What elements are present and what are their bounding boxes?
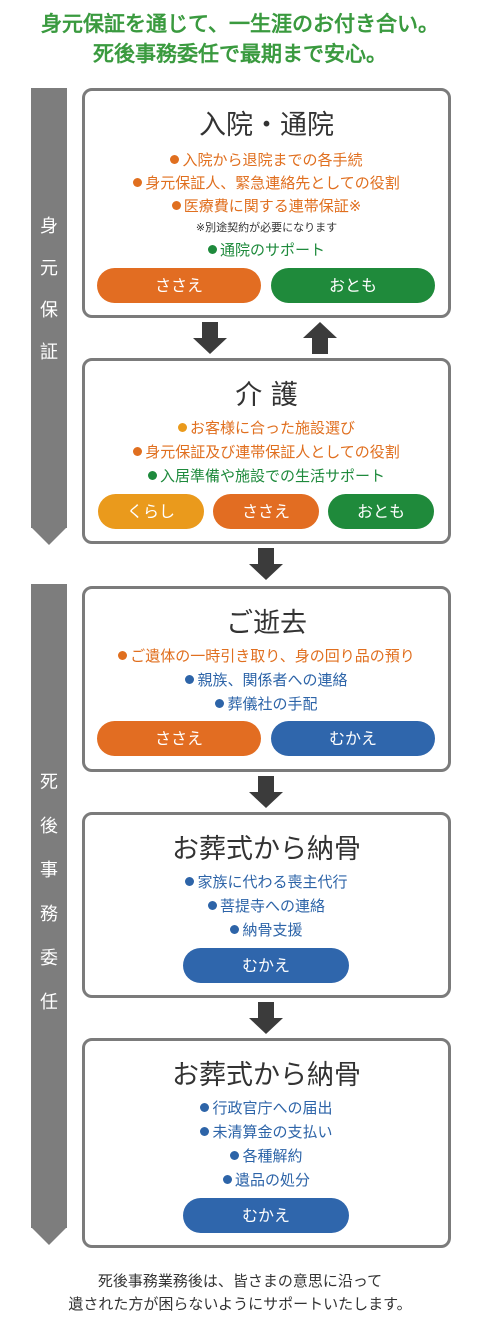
side-char: 死: [40, 772, 58, 793]
list-item: 入院から退院までの各手続: [85, 149, 448, 170]
bullet-dot-icon: [185, 877, 195, 886]
list-item: 医療費に関する連帯保証※: [85, 195, 448, 216]
card-title: 介 護: [235, 380, 298, 411]
sasae-button[interactable]: ささえ: [97, 721, 261, 756]
side-char: 任: [40, 992, 58, 1013]
otomo-button[interactable]: おとも: [271, 268, 435, 303]
side-char: 事: [40, 860, 58, 881]
bullet-dot-icon: [207, 901, 217, 910]
bullet-dot-icon: [133, 447, 143, 456]
card-title: お葬式から納骨: [172, 1060, 361, 1091]
card-title: ご逝去: [226, 608, 307, 639]
care-card: 介 護 お客様に合った施設選び 身元保証及び連帯保証人としての役割 入居準備や施…: [82, 358, 451, 544]
bullet-dot-icon: [177, 423, 187, 432]
list-item: お客様に合った施設選び: [85, 417, 448, 438]
side-char: 務: [40, 904, 58, 925]
up-arrow-icon: [303, 322, 337, 354]
bullet-dot-icon: [230, 1151, 240, 1160]
kurashi-button[interactable]: くらし: [98, 494, 204, 529]
mukae-button[interactable]: むかえ: [183, 948, 349, 983]
list-item: 遺品の処分: [85, 1169, 448, 1190]
side-char: 委: [40, 948, 58, 969]
side-char: 保: [40, 300, 58, 321]
list-item: 家族に代わる喪主代行: [85, 871, 448, 892]
funeral-burial-card-2: お葬式から納骨 行政官庁への届出 未清算金の支払い 各種解約 遺品の処分 むかえ: [82, 1038, 451, 1248]
footer-line-1: 死後事務業務後は、皆さまの意思に沿って: [97, 1272, 383, 1290]
side-char: 証: [40, 342, 58, 363]
list-item: 各種解約: [85, 1145, 448, 1166]
down-arrow-icon: [249, 1002, 283, 1034]
bullet-dot-icon: [170, 155, 180, 164]
bullet-dot-icon: [200, 1127, 210, 1136]
list-item: 身元保証及び連帯保証人としての役割: [85, 441, 448, 462]
bullet-dot-icon: [215, 699, 225, 708]
posthumous-affairs-side-bar: 死 後 事 務 委 任: [31, 584, 67, 1245]
otomo-button[interactable]: おとも: [328, 494, 434, 529]
bullet-dot-icon: [147, 471, 157, 480]
bullet-dot-icon: [185, 675, 195, 684]
down-arrow-icon: [249, 776, 283, 808]
down-arrow-icon: [193, 322, 227, 354]
side-char: 後: [40, 816, 58, 837]
card-title: お葬式から納骨: [172, 834, 361, 865]
list-item: 入居準備や施設での生活サポート: [85, 465, 448, 486]
footer-text: 死後事務業務後は、皆さまの意思に沿って 遺された方が困らないようにサポートいたし…: [0, 1270, 480, 1317]
list-item: 通院のサポート: [85, 239, 448, 260]
death-card: ご逝去 ご遺体の一時引き取り、身の回り品の預り 親族、関係者への連絡 葬儀社の手…: [82, 586, 451, 772]
bullet-dot-icon: [200, 1103, 210, 1112]
mukae-button[interactable]: むかえ: [271, 721, 435, 756]
bullet-dot-icon: [222, 1175, 232, 1184]
side-bar-arrow-tip: [31, 1227, 67, 1245]
list-item: 未清算金の支払い: [85, 1121, 448, 1142]
down-arrow-icon: [249, 548, 283, 580]
bullet-dot-icon: [118, 651, 128, 660]
footer-line-2: 遺された方が困らないようにサポートいたします。: [68, 1295, 412, 1314]
funeral-burial-card-1: お葬式から納骨 家族に代わる喪主代行 菩提寺への連絡 納骨支援 むかえ: [82, 812, 451, 998]
card-title: 入院・通院: [199, 110, 334, 141]
list-item: 菩提寺への連絡: [85, 895, 448, 916]
list-item: 行政官庁への届出: [85, 1097, 448, 1118]
bullet-dot-icon: [230, 925, 240, 934]
list-item: 親族、関係者への連絡: [85, 669, 448, 690]
headline-line-1: 身元保証を通じて、一生涯のお付き合い。: [41, 12, 439, 36]
sasae-button[interactable]: ささえ: [213, 494, 319, 529]
list-item: ご遺体の一時引き取り、身の回り品の預り: [85, 645, 448, 666]
side-bar-arrow-tip: [31, 527, 67, 545]
sasae-button[interactable]: ささえ: [97, 268, 261, 303]
hospital-card: 入院・通院 入院から退院までの各手続 身元保証人、緊急連絡先としての役割 医療費…: [82, 88, 451, 318]
side-char: 元: [40, 258, 58, 279]
list-item: 納骨支援: [85, 919, 448, 940]
bullet-dot-icon: [207, 245, 217, 254]
headline-line-2: 死後事務委任で最期まで安心。: [93, 42, 387, 66]
bullet-dot-icon: [171, 201, 181, 210]
bullet-dot-icon: [133, 178, 143, 187]
mukae-button[interactable]: むかえ: [183, 1198, 349, 1233]
list-item: 身元保証人、緊急連絡先としての役割: [85, 172, 448, 193]
contract-note: ※別途契約が必要になります: [195, 221, 338, 234]
side-char: 身: [40, 216, 58, 237]
identity-guarantee-side-bar: 身 元 保 証: [31, 88, 67, 545]
list-item: 葬儀社の手配: [85, 693, 448, 714]
